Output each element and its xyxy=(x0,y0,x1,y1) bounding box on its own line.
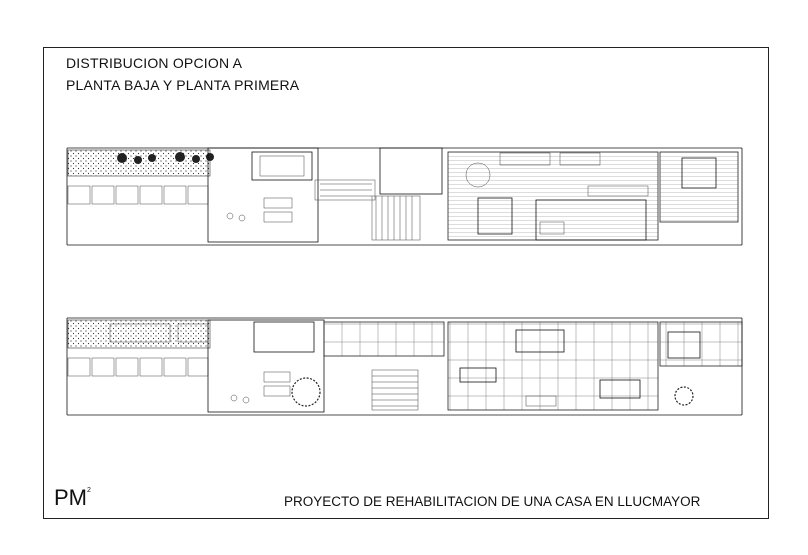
drawing-title-line1: DISTRIBUCION OPCION A xyxy=(66,55,243,71)
project-title: PROYECTO DE REHABILITACION DE UNA CASA E… xyxy=(284,494,701,509)
drawing-title-line2: PLANTA BAJA Y PLANTA PRIMERA xyxy=(66,77,300,93)
tree-icon xyxy=(291,377,321,407)
logo-superscript: 2 xyxy=(87,487,91,494)
tree-icon xyxy=(674,386,694,406)
drawing-sheet-frame xyxy=(43,47,769,519)
logo-text: PM xyxy=(54,485,87,510)
upper-floor-plan xyxy=(66,147,743,246)
lower-floor-plan xyxy=(66,317,743,416)
logo-mark: PM2 xyxy=(54,485,91,511)
plant-icons-upper xyxy=(117,152,214,164)
